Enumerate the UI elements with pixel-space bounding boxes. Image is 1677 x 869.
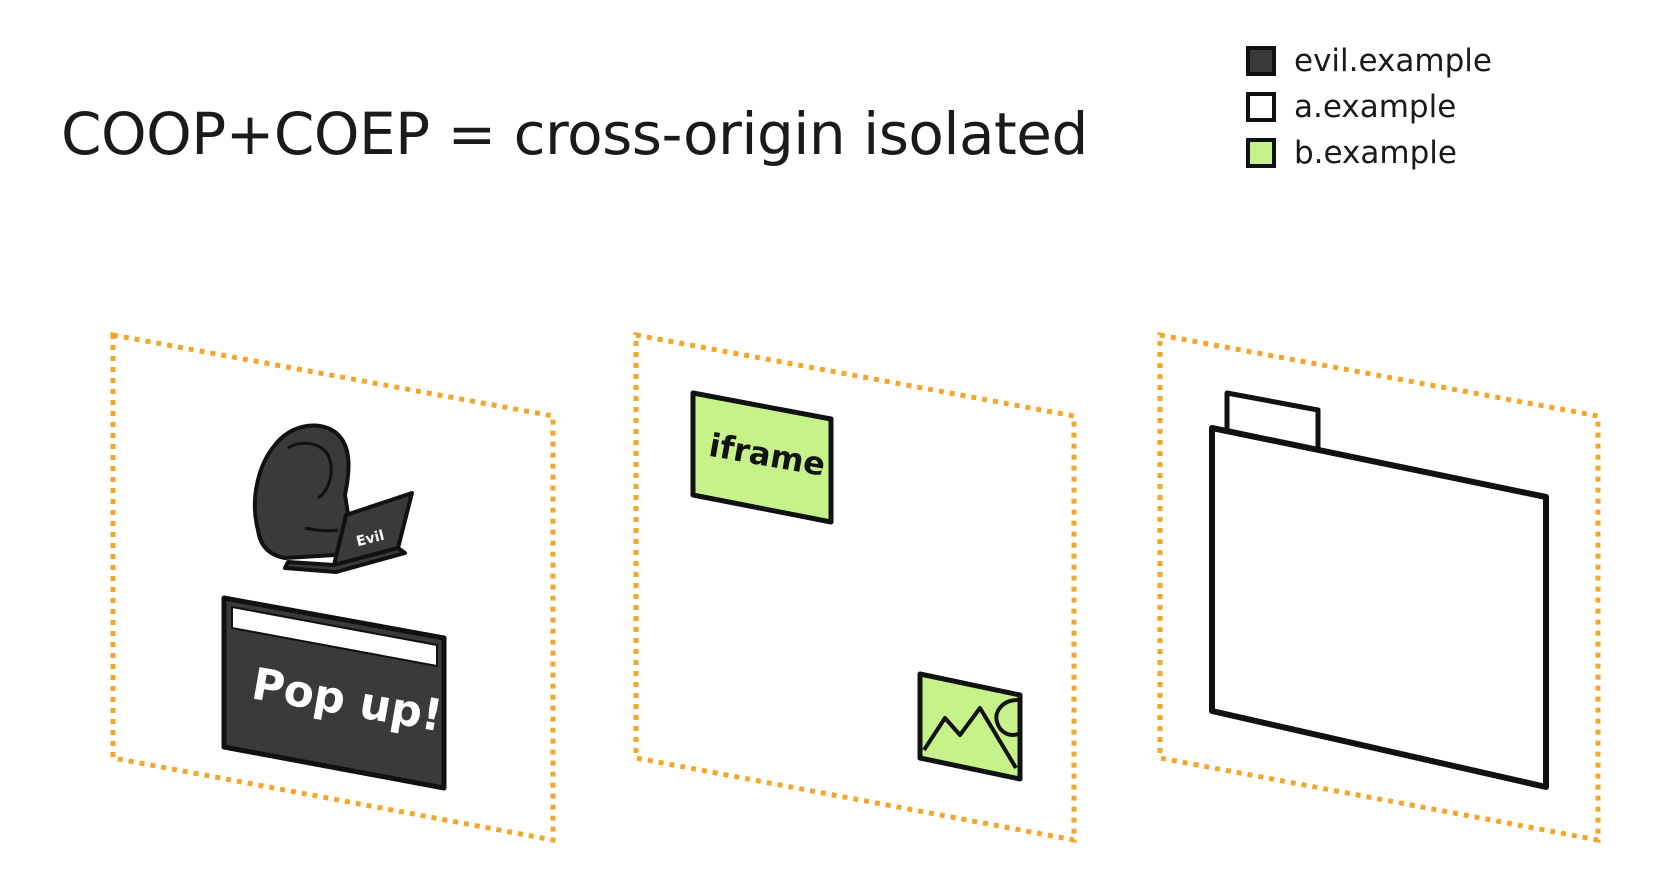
panel-a: iframe: [633, 331, 1077, 844]
legend-swatch-a: [1246, 92, 1276, 122]
laptop-label: Evil: [355, 528, 386, 550]
folder-body: [1209, 425, 1549, 790]
legend-label-b: b.example: [1294, 135, 1457, 171]
sun-icon: [994, 698, 1019, 737]
legend-item-evil: evil.example: [1246, 38, 1492, 84]
panel-b-frame: [1157, 331, 1601, 844]
folder-icon: [1209, 390, 1549, 790]
panel-b: [1157, 331, 1601, 844]
panel-a-frame: [633, 331, 1077, 844]
panel-evil-frame: [110, 331, 556, 844]
legend-item-b: b.example: [1246, 130, 1492, 176]
legend-swatch-evil: [1246, 46, 1276, 76]
legend-item-a: a.example: [1246, 84, 1492, 130]
image-icon: [917, 671, 1023, 782]
legend-swatch-b: [1246, 138, 1276, 168]
mountain-icon: [922, 706, 1018, 770]
panel-evil: Evil Pop up!: [110, 331, 556, 844]
image-icon-frame: [917, 671, 1023, 782]
iframe-box: iframe: [690, 390, 834, 525]
iframe-box-shape: [690, 390, 834, 525]
legend-label-a: a.example: [1294, 89, 1457, 125]
legend-label-evil: evil.example: [1294, 43, 1492, 79]
hacker-icon: Evil: [252, 423, 414, 574]
popup-window: Pop up!: [221, 595, 447, 791]
slide-title: COOP+COEP = cross-origin isolated: [61, 100, 1088, 168]
legend: evil.example a.example b.example: [1246, 38, 1492, 176]
popup-window-titlebar: [231, 605, 438, 668]
